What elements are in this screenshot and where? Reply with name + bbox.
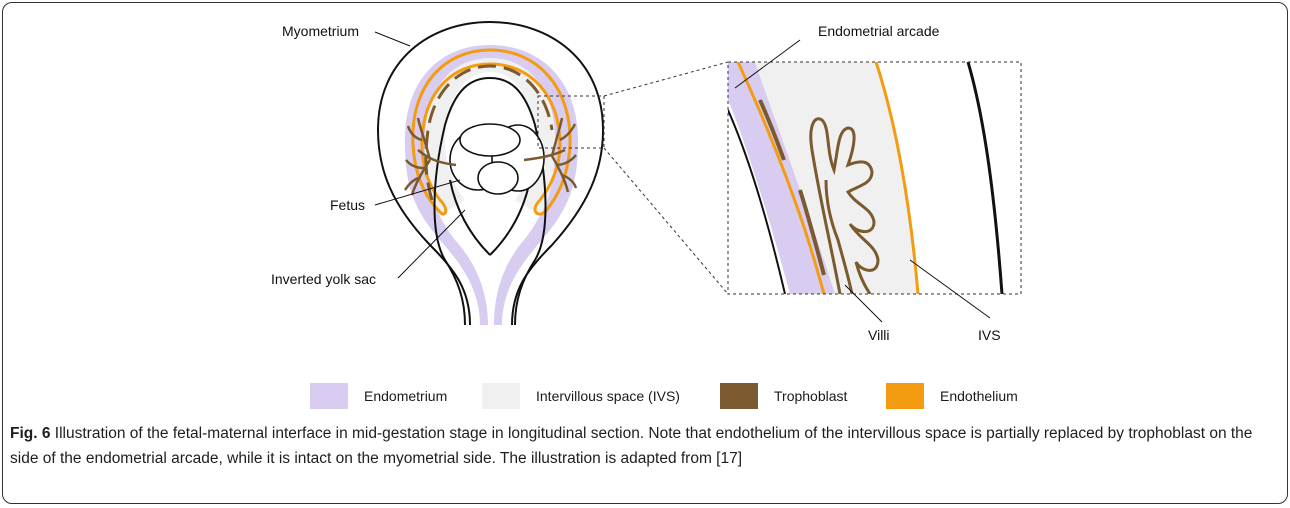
legend: Endometrium Intervillous space (IVS) Tro…	[0, 383, 1290, 409]
inset-myometrium-line	[968, 62, 1002, 294]
legend-item-endothelium: Endothelium	[886, 383, 1018, 409]
legend-swatch-ivs	[482, 383, 520, 409]
legend-label: Intervillous space (IVS)	[536, 388, 680, 404]
legend-label: Endometrium	[364, 388, 447, 404]
legend-swatch-endothelium	[886, 383, 924, 409]
caption-text: Illustration of the fetal-maternal inter…	[10, 425, 1252, 467]
legend-swatch-trophoblast	[720, 383, 758, 409]
legend-item-ivs: Intervillous space (IVS)	[482, 383, 680, 409]
label-villi: Villi	[868, 327, 890, 343]
label-inverted-yolk-sac: Inverted yolk sac	[271, 271, 376, 287]
figure-number: Fig. 6	[10, 425, 50, 442]
legend-label: Endothelium	[940, 388, 1018, 404]
figure-caption: Fig. 6 Illustration of the fetal-materna…	[10, 421, 1280, 471]
label-endometrial-arcade: Endometrial arcade	[818, 23, 940, 39]
label-myometrium: Myometrium	[282, 23, 359, 39]
label-fetus: Fetus	[330, 197, 365, 213]
legend-item-trophoblast: Trophoblast	[720, 383, 847, 409]
magnified-inset	[728, 40, 1021, 322]
diagram-canvas: Myometrium Fetus Inverted yolk sac Endom…	[0, 0, 1290, 380]
legend-label: Trophoblast	[774, 388, 847, 404]
uterus-overview	[375, 22, 728, 325]
legend-swatch-endometrium	[310, 383, 348, 409]
legend-item-endometrium: Endometrium	[310, 383, 447, 409]
label-ivs: IVS	[978, 327, 1001, 343]
